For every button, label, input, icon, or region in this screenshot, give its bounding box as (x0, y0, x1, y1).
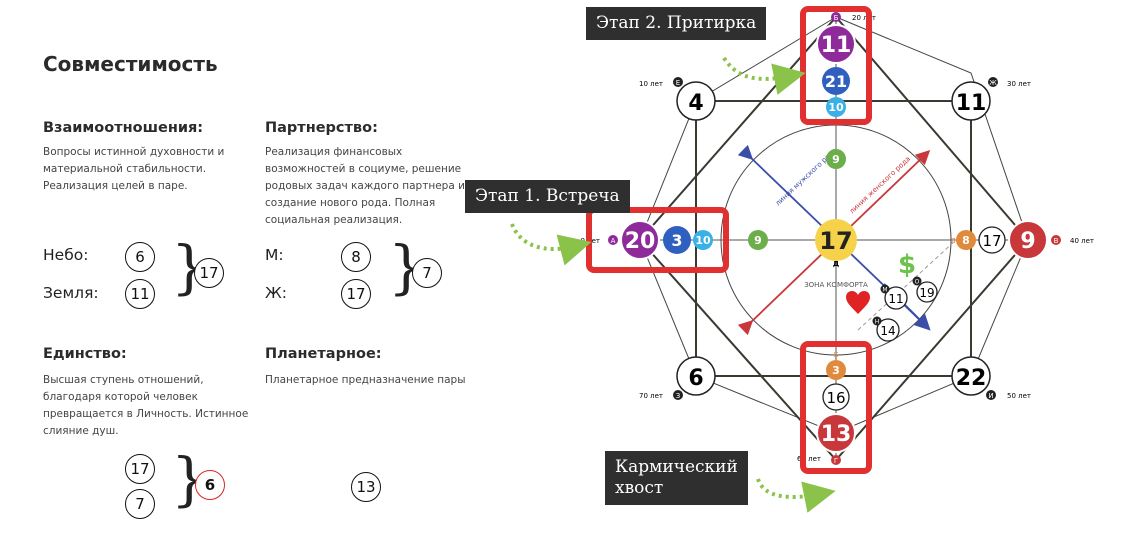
planetary-heading: Планетарное: (265, 346, 382, 362)
svg-text:М: М (882, 287, 887, 294)
highlight-bottom (800, 341, 872, 474)
partnership-row2-label: Ж: (265, 284, 287, 302)
center-value: 17 (819, 227, 852, 255)
svg-text:20 лет: 20 лет (852, 14, 876, 22)
relations-heading: Взаимоотношения: (43, 120, 204, 136)
heart-icon (846, 291, 870, 314)
arrow-karmic (756, 478, 836, 513)
svg-text:10 лет: 10 лет (639, 80, 663, 88)
planetary-value: 13 (351, 472, 381, 502)
stage2-callout: Этап 2. Притирка (586, 7, 767, 40)
svg-text:19: 19 (919, 286, 934, 300)
unity-row1-value: 17 (125, 454, 155, 484)
svg-text:6: 6 (688, 366, 703, 391)
unity-sum: 6 (195, 470, 225, 500)
relations-row1-label: Небо: (43, 246, 89, 264)
partnership-row1-value: 8 (341, 242, 371, 272)
page-title: Совместимость (43, 52, 218, 76)
dollar-icon: $ (898, 250, 916, 280)
left-axis: 20 3 10 А 0 лет (580, 220, 713, 260)
svg-text:11: 11 (888, 292, 903, 306)
arrow-stage2 (722, 56, 806, 95)
corner-tr: 11 Ж 30 лет (951, 77, 1031, 121)
money-line: 11 19 14 М О Н (872, 276, 938, 342)
right-axis: 9 17 8 В 40 лет Я (951, 220, 1094, 260)
karmic-callout: Кармический хвост (605, 451, 748, 505)
corner-br: 22 И 50 лет (951, 356, 1031, 400)
unity-heading: Единство: (43, 346, 127, 362)
svg-text:14: 14 (880, 324, 895, 338)
svg-text:О: О (915, 279, 920, 286)
arrow-stage1 (510, 223, 592, 266)
svg-text:Б: Б (834, 14, 839, 22)
svg-text:11: 11 (956, 91, 987, 116)
svg-text:20: 20 (625, 229, 656, 254)
svg-text:Н: Н (875, 319, 880, 326)
female-line-label: линия женского рода (848, 155, 912, 216)
relations-row2-value: 11 (125, 279, 155, 309)
inner-top-green: 9 (832, 153, 840, 166)
corner-tl: 4 Е 10 лет (639, 77, 716, 121)
partnership-heading: Партнерство: (265, 120, 378, 136)
planetary-description: Планетарное предназначение пары (265, 374, 466, 386)
svg-text:3: 3 (832, 364, 840, 377)
svg-text:Я: Я (951, 237, 956, 245)
svg-text:10: 10 (828, 101, 844, 114)
svg-text:17: 17 (982, 232, 1001, 250)
bottom-axis: 13 16 3 Г 60 лет К (797, 351, 856, 465)
svg-text:40 лет: 40 лет (1070, 237, 1094, 245)
relations-row2-label: Земля: (43, 284, 99, 302)
svg-text:З: З (676, 392, 681, 400)
svg-text:11: 11 (821, 33, 852, 58)
comfort-zone-label: ЗОНА КОМФОРТА (804, 281, 868, 289)
svg-text:30 лет: 30 лет (1007, 80, 1031, 88)
svg-text:22: 22 (956, 366, 987, 391)
partnership-description: Реализация финансовых возможностей в соц… (265, 146, 465, 226)
svg-text:21: 21 (825, 72, 847, 91)
svg-text:Г: Г (834, 457, 838, 465)
center-letter: Д (833, 260, 839, 268)
svg-text:13: 13 (821, 422, 852, 447)
svg-text:Е: Е (676, 79, 680, 87)
unity-description: Высшая ступень отношений, благодаря кото… (43, 374, 249, 437)
inner-left-green: 9 (754, 234, 762, 247)
svg-text:50 лет: 50 лет (1007, 392, 1031, 400)
unity-row2-value: 7 (125, 489, 155, 519)
stage1-callout: Этап 1. Встреча (465, 180, 630, 213)
partnership-row1-label: М: (265, 246, 284, 264)
svg-text:В: В (1054, 237, 1059, 245)
svg-text:Ж: Ж (989, 79, 997, 87)
partnership-row2-value: 17 (341, 279, 371, 309)
top-axis: 11 21 10 Б 20 лет (816, 12, 876, 117)
svg-text:4: 4 (688, 91, 703, 116)
svg-text:К: К (834, 351, 839, 359)
svg-text:3: 3 (671, 231, 682, 250)
svg-text:70 лет: 70 лет (639, 392, 663, 400)
svg-text:А: А (611, 237, 616, 245)
corner-bl: 6 З 70 лет (639, 356, 716, 400)
relations-sum: 17 (194, 258, 224, 288)
svg-text:8: 8 (962, 234, 970, 247)
svg-text:И: И (988, 392, 993, 400)
relations-row1-value: 6 (125, 242, 155, 272)
svg-text:16: 16 (826, 389, 845, 407)
partnership-sum: 7 (412, 258, 442, 288)
svg-text:10: 10 (695, 234, 711, 247)
svg-text:60 лет: 60 лет (797, 455, 821, 463)
relations-description: Вопросы истинной духовности и материальн… (43, 146, 225, 192)
svg-text:9: 9 (1020, 229, 1035, 254)
